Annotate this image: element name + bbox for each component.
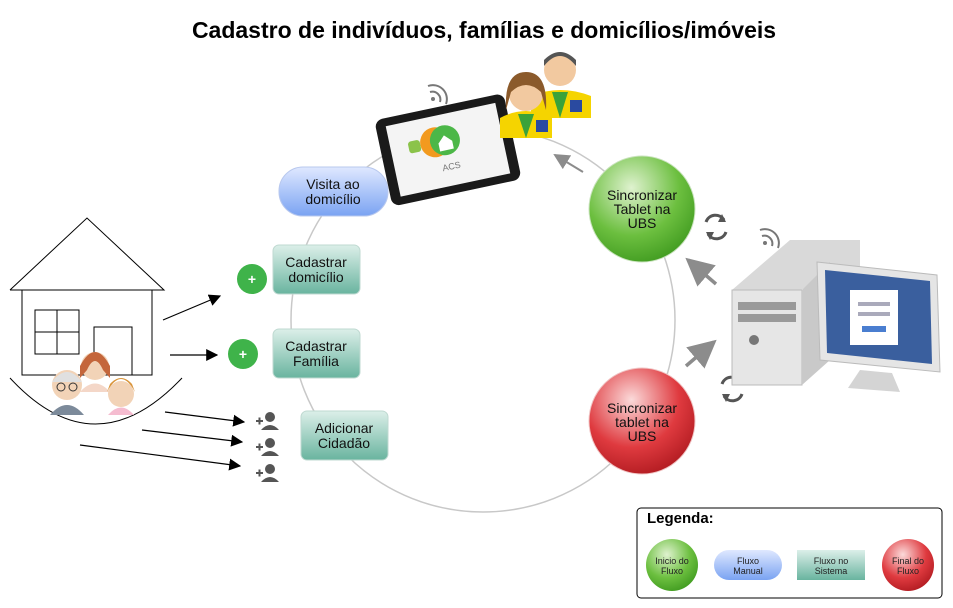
svg-text:Cadastrar: Cadastrar xyxy=(285,254,347,270)
arrow-to-sync-green xyxy=(685,257,718,287)
node-cadastrar-familia: Cadastrar Família xyxy=(272,328,361,379)
node-visita-domicilio: Visita ao domicílio xyxy=(278,166,389,217)
arrow-to-tablet xyxy=(553,153,584,173)
add-person-icon xyxy=(256,438,279,456)
svg-text:Fluxo: Fluxo xyxy=(737,556,759,566)
svg-text:Sincronizar: Sincronizar xyxy=(607,187,677,203)
svg-text:domicílio: domicílio xyxy=(305,191,360,207)
svg-text:domicílio: domicílio xyxy=(288,269,343,285)
tablet-icon: ACS xyxy=(375,94,521,206)
house-icon xyxy=(9,217,183,425)
node-cadastrar-domicilio: Cadastrar domicílio xyxy=(272,244,361,295)
arrow-to-add-person-2 xyxy=(141,429,244,447)
node-sincronizar-tablet-ubs-start: Sincronizar Tablet na UBS xyxy=(588,155,696,263)
arrow-to-add-person-1 xyxy=(164,411,246,427)
arrow-to-cadastrar-domicilio xyxy=(162,294,222,321)
svg-text:UBS: UBS xyxy=(628,428,657,444)
add-person-icon xyxy=(256,412,279,430)
arrow-to-add-person-3 xyxy=(79,444,242,471)
wifi-signal-icon xyxy=(759,228,780,249)
svg-text:Visita ao: Visita ao xyxy=(306,176,360,192)
legend-item-start: Inicio do Fluxo xyxy=(646,539,698,591)
tablet-app-label: ACS xyxy=(441,160,461,174)
node-adicionar-cidadao: Adicionar Cidadão xyxy=(300,410,389,461)
svg-text:Fluxo: Fluxo xyxy=(897,566,919,576)
legend: Legenda: Inicio do Fluxo Fluxo Manual Fl… xyxy=(636,507,943,599)
svg-text:Tablet na: Tablet na xyxy=(614,201,671,217)
family-icon xyxy=(50,352,135,415)
legend-title: Legenda: xyxy=(647,510,714,527)
svg-text:Sistema: Sistema xyxy=(815,566,848,576)
add-person-icon xyxy=(256,464,279,482)
health-agents-icon xyxy=(500,52,591,138)
arrow-from-sync-red xyxy=(684,339,717,369)
computer-icon xyxy=(731,240,941,392)
svg-text:+: + xyxy=(239,346,247,362)
svg-text:Manual: Manual xyxy=(733,566,763,576)
svg-text:Fluxo no: Fluxo no xyxy=(814,556,849,566)
svg-text:Cidadão: Cidadão xyxy=(318,435,370,451)
svg-text:UBS: UBS xyxy=(628,215,657,231)
plus-circle-familia: + xyxy=(228,339,258,369)
svg-text:Inicio do: Inicio do xyxy=(655,556,689,566)
svg-text:Sincronizar: Sincronizar xyxy=(607,400,677,416)
wifi-signal-icon xyxy=(427,84,448,105)
svg-text:Fluxo: Fluxo xyxy=(661,566,683,576)
plus-circle-domicilio: + xyxy=(237,264,267,294)
legend-item-end: Final do Fluxo xyxy=(882,539,934,591)
svg-text:Adicionar: Adicionar xyxy=(315,420,374,436)
sync-icon xyxy=(704,213,728,241)
svg-text:Família: Família xyxy=(293,353,339,369)
svg-text:tablet na: tablet na xyxy=(615,414,669,430)
page-title: Cadastro de indivíduos, famílias e domic… xyxy=(192,17,776,43)
svg-text:Cadastrar: Cadastrar xyxy=(285,338,347,354)
legend-item-system: Fluxo no Sistema xyxy=(797,550,865,580)
svg-text:+: + xyxy=(248,271,256,287)
svg-text:Final do: Final do xyxy=(892,556,924,566)
legend-item-manual: Fluxo Manual xyxy=(714,550,782,580)
node-sincronizar-tablet-ubs-end: Sincronizar tablet na UBS xyxy=(588,367,696,475)
